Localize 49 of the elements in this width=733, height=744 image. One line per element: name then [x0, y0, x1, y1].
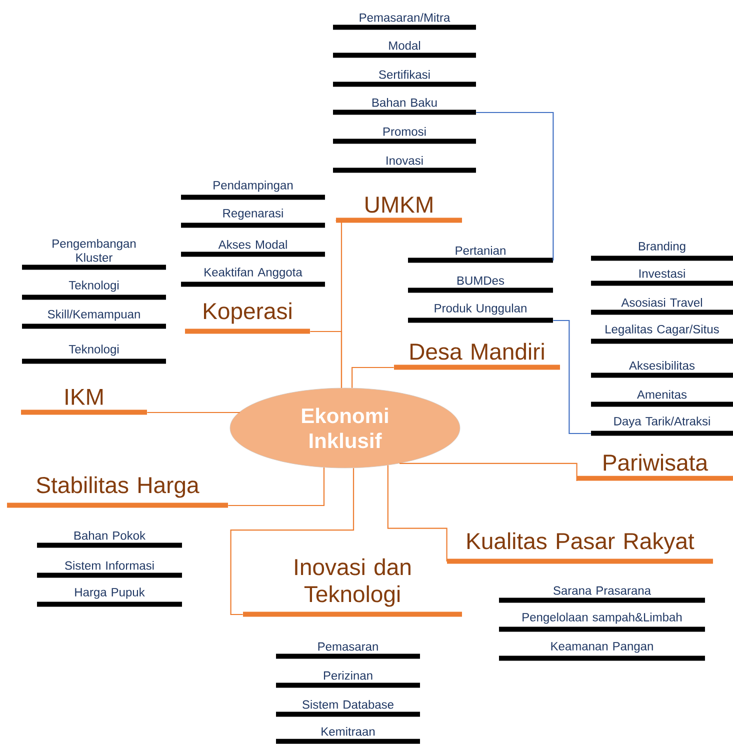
underlined-item: Branding: [591, 242, 733, 261]
underlined-item: Perizinan: [276, 671, 420, 688]
connector-line: [310, 330, 342, 388]
underlined-item: Pertanian: [408, 246, 553, 263]
underlined-item: Teknologi: [22, 344, 166, 364]
underlined-item: Teknologi: [22, 280, 166, 300]
underlined-item: Sarana Prasarana: [499, 586, 705, 603]
underlined-item: Keaktifan Anggota: [181, 268, 325, 287]
underlined-item: Pengembangan Kluster: [22, 239, 166, 270]
underlined-item: Harga Pupuk: [37, 588, 182, 607]
underlined-item: Keamanan Pangan: [499, 642, 705, 661]
connector-line: [387, 465, 448, 562]
connector-line: [352, 366, 394, 388]
underlined-item: Kemitraan: [276, 727, 420, 744]
underlined-item: Pengelolaan sampah&Limbah: [499, 612, 705, 632]
underlined-item: Asosiasi Travel: [591, 298, 733, 315]
connector-line: [230, 468, 354, 616]
underlined-item: Bahan Pokok: [37, 531, 182, 548]
underlined-item: Bahan Baku: [333, 98, 476, 115]
underlined-item: Produk Unggulan: [408, 304, 553, 323]
connector-line: [553, 320, 591, 434]
underlined-item: Sistem Informasi: [37, 561, 182, 578]
connector-line: [147, 412, 240, 414]
underlined-item: Investasi: [591, 269, 733, 286]
connector-line: [476, 112, 554, 260]
underlined-item: Regenarasi: [181, 208, 325, 228]
underlined-item: Promosi: [333, 127, 476, 144]
underlined-item: Daya Tarik/Atraksi: [591, 416, 733, 436]
underlined-item: Legalitas Cagar/Situs: [591, 324, 733, 344]
connector-line: [400, 462, 578, 481]
underlined-item: Akses Modal: [181, 240, 325, 257]
underlined-item: Aksesibilitas: [591, 361, 733, 378]
topic-heading: Koperasi: [185, 302, 310, 334]
underlined-item: Skill/Kemampuan: [22, 310, 166, 329]
underlined-item: Inovasi: [333, 156, 476, 173]
underlined-item: Pemasaran/Mitra: [333, 13, 476, 30]
underlined-item: BUMDes: [408, 276, 553, 293]
underlined-item: Amenitas: [591, 390, 733, 407]
topic-heading: UMKM: [336, 196, 462, 223]
topic-heading: Stabilitas Harga: [7, 476, 228, 508]
underlined-item: Pemasaran: [276, 642, 420, 659]
underlined-item: Sistem Database: [276, 700, 420, 717]
underlined-item: Sertifikasi: [333, 70, 476, 87]
topic-heading: IKM: [21, 388, 147, 415]
underlined-item: Modal: [333, 41, 476, 58]
topic-heading: Pariwisata: [577, 454, 733, 481]
topic-heading: Desa Mandiri: [394, 342, 560, 370]
connector-line: [228, 468, 325, 506]
underlined-item: Pendampingan: [181, 180, 325, 200]
